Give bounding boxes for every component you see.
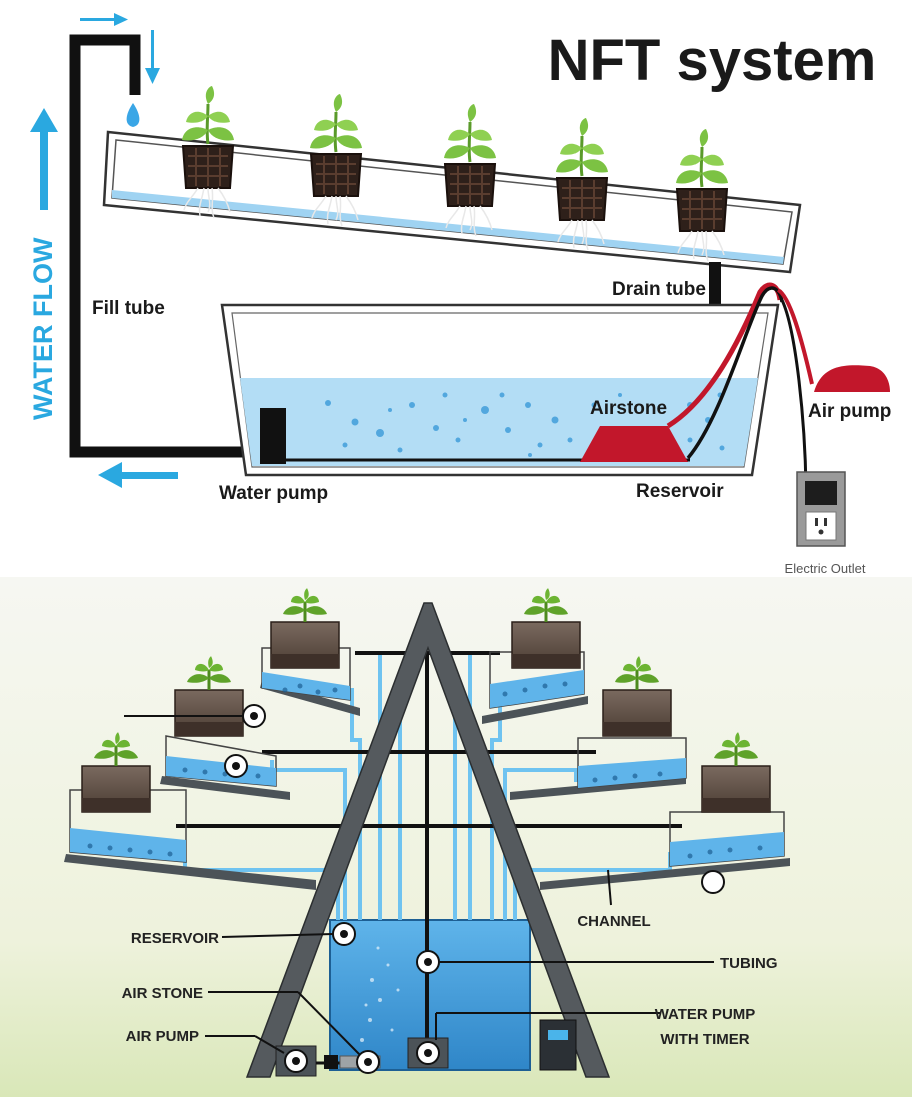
water-drop-icon	[126, 103, 140, 127]
callouts	[224, 704, 725, 1074]
label-water-pump: Water pump	[219, 483, 328, 504]
left-arrow-icon	[98, 462, 178, 488]
label-water-pump-line2: WITH TIMER	[660, 1031, 749, 1048]
water-flow-indicator: WATER FLOW	[28, 13, 178, 488]
callout-marker	[242, 704, 266, 728]
top-panel-background	[0, 0, 912, 575]
up-arrow-icon	[30, 108, 58, 210]
airstone	[580, 426, 688, 462]
right-arrow-icon-small	[80, 13, 128, 26]
right-channels	[482, 651, 790, 890]
electric-outlet	[796, 471, 846, 547]
title: NFT system	[548, 28, 877, 93]
leader-lines	[124, 715, 714, 1056]
feed-tubing	[176, 651, 682, 1045]
callout-marker	[224, 754, 248, 778]
label-airstone: Airstone	[590, 398, 667, 419]
label-electric-outlet: Electric Outlet	[785, 561, 866, 576]
label-reservoir: Reservoir	[636, 481, 724, 502]
fill-tube	[69, 34, 262, 458]
callout-marker	[332, 922, 356, 946]
water-pump	[260, 408, 286, 464]
label-reservoir-b: RESERVOIR	[131, 930, 219, 947]
air-pump	[814, 365, 890, 392]
callout-marker	[416, 1041, 440, 1065]
label-drain-tube: Drain tube	[612, 279, 706, 300]
callout-marker	[416, 950, 440, 974]
down-arrow-icon-small	[145, 30, 160, 84]
label-fill-tube: Fill tube	[92, 298, 165, 319]
label-channel: CHANNEL	[577, 913, 650, 930]
cable-to-outlet	[780, 299, 808, 489]
callout-marker	[284, 1049, 308, 1073]
label-tubing: TUBING	[720, 955, 778, 972]
callout-marker	[701, 870, 725, 894]
water-flow-label: WATER FLOW	[28, 237, 58, 420]
channel-bubbles	[87, 681, 763, 859]
label-air-stone: AIR STONE	[122, 985, 203, 1002]
air-tube-to-pump	[776, 288, 814, 385]
power-cable	[686, 286, 784, 460]
label-air-pump-b: AIR PUMP	[126, 1028, 199, 1045]
label-air-pump: Air pump	[808, 401, 891, 422]
label-water-pump-line1: WATER PUMP	[655, 1006, 756, 1023]
